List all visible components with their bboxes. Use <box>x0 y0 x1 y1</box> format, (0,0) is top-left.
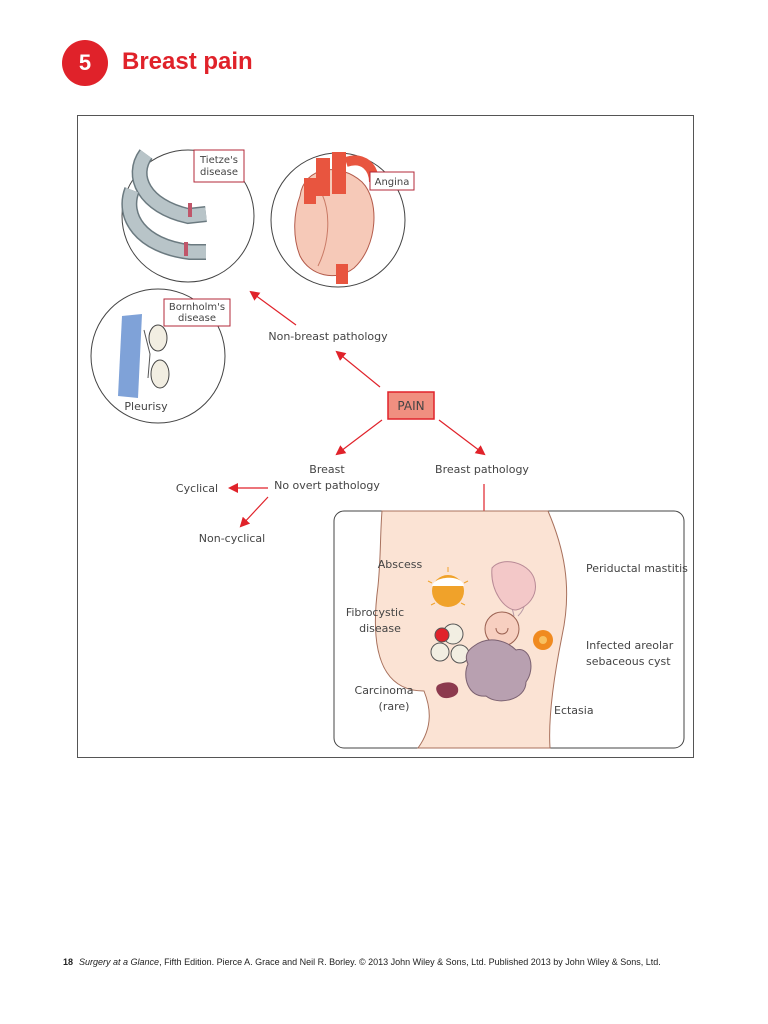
cyclical-label: Cyclical <box>176 482 218 495</box>
breast-pathology-panel: Abscess Fibrocystic disease Carcinoma (r… <box>333 510 688 749</box>
breast-pathology-label: Breast pathology <box>435 463 529 476</box>
ectasia-label: Ectasia <box>554 704 594 717</box>
bornholm-label-line1: Bornholm's <box>169 302 225 313</box>
chapter-title: Breast pain <box>122 48 253 75</box>
arrow-pain-to-breast <box>335 419 383 456</box>
tietze-label-line1: Tietze's <box>199 155 238 166</box>
chapter-number-badge: 5 <box>62 40 108 86</box>
fibrocystic-label-line1: Fibrocystic <box>346 606 404 619</box>
carcinoma-label-line1: Carcinoma <box>355 684 414 697</box>
non-cyclical-label: Non-cyclical <box>199 532 265 545</box>
fibrocystic-label-line2: disease <box>359 622 401 635</box>
bornholm-label-line2: disease <box>178 313 216 324</box>
arrow-pain-to-breast-pathology <box>438 419 486 456</box>
citation: , Fifth Edition. Pierce A. Grace and Nei… <box>159 957 661 967</box>
angina-label: Angina <box>375 177 410 188</box>
page-number: 18 <box>63 957 74 967</box>
non-breast-pathology-label: Non-breast pathology <box>268 330 388 343</box>
page-footer: 18 Surgery at a Glance, Fifth Edition. Pi… <box>63 957 713 967</box>
figure-frame: Tietze's disease Angina Bornholm's dise <box>77 115 694 758</box>
tietze-illustration: Tietze's disease <box>121 149 255 283</box>
pleurisy-label: Pleurisy <box>124 400 168 413</box>
arrow-pain-to-non-breast <box>335 350 381 388</box>
carcinoma-label-line2: (rare) <box>379 700 410 713</box>
no-overt-pathology-label: No overt pathology <box>274 479 380 492</box>
periductal-mastitis-label: Periductal mastitis <box>586 562 688 575</box>
infected-cyst-label-line1: Infected areolar <box>586 639 674 652</box>
pain-node: PAIN <box>387 391 435 420</box>
arrow-to-non-breast-illustrations <box>249 290 297 326</box>
book-title: Surgery at a Glance <box>79 957 160 967</box>
arrow-to-non-cyclical <box>239 496 269 528</box>
pain-label: PAIN <box>397 399 424 413</box>
breast-label: Breast <box>309 463 345 476</box>
bornholm-illustration: Bornholm's disease Pleurisy <box>90 288 231 424</box>
abscess-label: Abscess <box>378 558 423 571</box>
infected-cyst-label-line2: sebaceous cyst <box>586 655 671 668</box>
breast-pain-diagram: Tietze's disease Angina Bornholm's dise <box>90 149 688 749</box>
angina-illustration: Angina <box>270 152 415 288</box>
tietze-label-line2: disease <box>200 167 238 178</box>
